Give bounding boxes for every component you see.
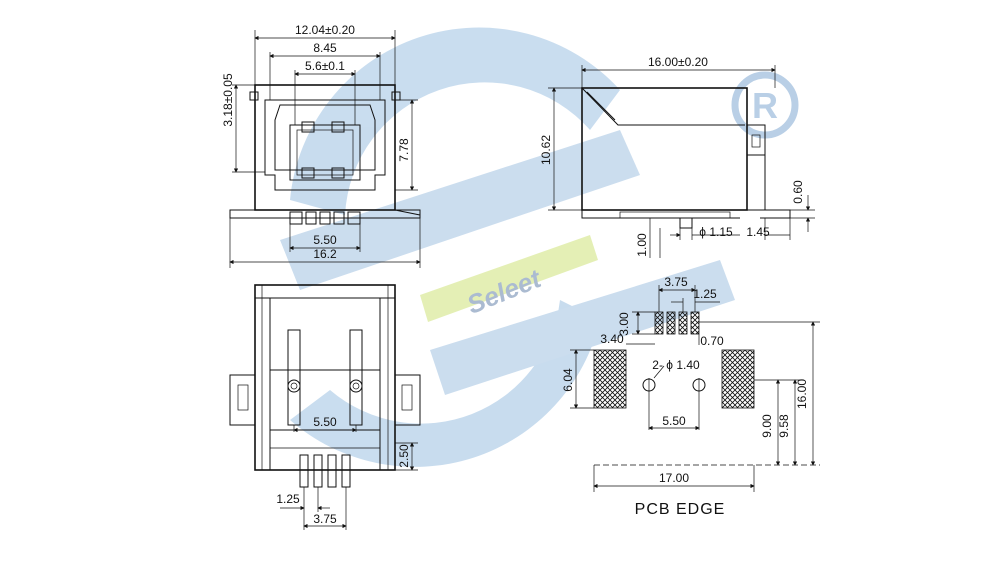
pcb-layout: 3.75 1.25 3.00 3.40 0.70 6.04 2- ϕ 1.40 … — [561, 275, 820, 518]
dim-958: 9.58 — [777, 414, 791, 438]
dim-length: 16.00±0.20 — [648, 55, 708, 69]
top-view: 5.50 2.50 1.25 3.75 — [229, 284, 421, 530]
dim-550-front: 5.50 — [313, 233, 337, 247]
dim-060: 0.60 — [791, 180, 805, 204]
dim-holes: 2- ϕ 1.40 — [652, 358, 700, 372]
dim-604: 6.04 — [561, 368, 575, 392]
dim-125-pcb: 1.25 — [693, 287, 717, 301]
dim-550-top: 5.50 — [313, 415, 337, 429]
watermark: Seleet — [280, 27, 735, 467]
dim-845: 8.45 — [313, 41, 337, 55]
registered-logo-text: R — [752, 85, 778, 126]
dim-375-pcb: 3.75 — [664, 275, 688, 289]
watermark-band-upper — [280, 130, 640, 290]
dim-070: 0.70 — [700, 334, 724, 348]
watermark-ring-bottom — [290, 300, 600, 467]
dim-778: 7.78 — [397, 138, 411, 162]
dim-1600: 16.00 — [795, 379, 809, 409]
pcb-edge-label: PCB EDGE — [635, 501, 726, 518]
dim-height: 10.62 — [539, 135, 553, 165]
dim-162: 16.2 — [313, 247, 337, 261]
dim-300: 3.00 — [617, 312, 631, 336]
dim-375-top: 3.75 — [313, 512, 337, 526]
dim-340: 3.40 — [600, 332, 624, 346]
dim-900: 9.00 — [760, 414, 774, 438]
dim-1700: 17.00 — [659, 471, 689, 485]
dim-550-pcb: 5.50 — [662, 414, 686, 428]
dim-phi: ϕ 1.15 — [699, 225, 733, 239]
dim-250: 2.50 — [397, 444, 411, 468]
dim-318: 3.18±0.05 — [221, 73, 235, 127]
watermark-ring-top — [290, 27, 620, 216]
dim-125-top: 1.25 — [276, 492, 300, 506]
dim-100: 1.00 — [635, 233, 649, 257]
dim-145: 1.45 — [746, 225, 770, 239]
dim-56: 5.6±0.1 — [305, 59, 345, 73]
front-view: 12.04±0.20 8.45 5.6±0.1 3.18±0.05 7.78 5… — [221, 23, 421, 268]
watermark-green-band — [420, 235, 598, 322]
side-view: 16.00±0.20 10.62 0.60 1.00 ϕ 1.15 1.45 — [539, 55, 815, 258]
dim-width-total: 12.04±0.20 — [295, 23, 355, 37]
